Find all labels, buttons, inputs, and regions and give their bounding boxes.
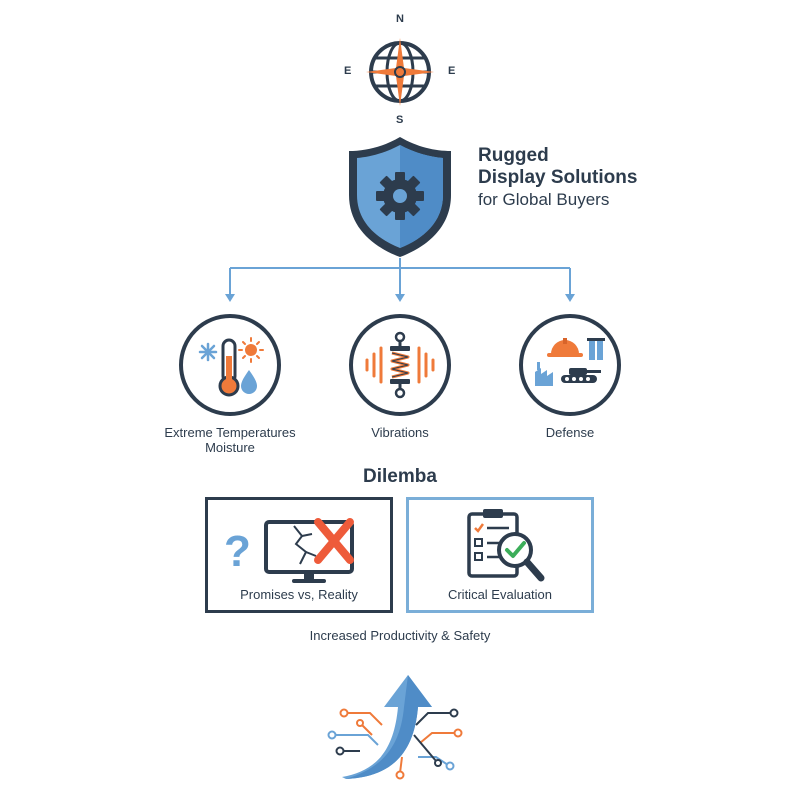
vibrations-icon [347, 312, 453, 418]
growth-arrow-circuit-icon [320, 665, 480, 780]
question-broken-monitor-icon: ? [220, 508, 380, 588]
title-line-2: Display Solutions [478, 167, 638, 188]
category-label-line-1: Vibrations [371, 425, 429, 440]
category-label-line-2: Moisture [205, 440, 255, 455]
category-label-line-1: Extreme Temperatures [164, 425, 296, 440]
compass-south-label: S [396, 114, 404, 126]
dilemma-heading: Dilemba [363, 466, 437, 487]
panel-label-critical-evaluation: Critical Evaluation [447, 587, 553, 602]
panel-promises-vs-reality: ? Promises vs, Reality [205, 497, 393, 613]
category-label-extreme-temperatures: Extreme Temperatures Moisture [130, 425, 330, 455]
svg-text:?: ? [224, 527, 251, 576]
title-line-1: Rugged [478, 145, 549, 166]
panel-critical-evaluation: Critical Evaluation [406, 497, 594, 613]
checklist-magnifier-icon [459, 506, 559, 590]
panel-label-promises-vs-reality: Promises vs, Reality [240, 587, 358, 602]
title-block: Rugged Display Solutions for Global Buye… [478, 145, 637, 211]
category-label-line-1: Defense [545, 425, 595, 440]
compass-east-label: E [448, 65, 456, 77]
compass-west-label: E [344, 65, 352, 77]
shield-gear-icon [345, 133, 455, 261]
compass-north-label: N [396, 13, 404, 25]
category-label-vibrations: Vibrations [300, 425, 500, 440]
title-line-3: for Global Buyers [478, 190, 610, 209]
defense-icon [517, 312, 623, 418]
extreme-temperatures-icon [177, 312, 283, 418]
outcome-caption: Increased Productivity & Safety [309, 628, 491, 643]
category-label-defense: Defense [470, 425, 670, 440]
compass-icon [360, 32, 440, 112]
